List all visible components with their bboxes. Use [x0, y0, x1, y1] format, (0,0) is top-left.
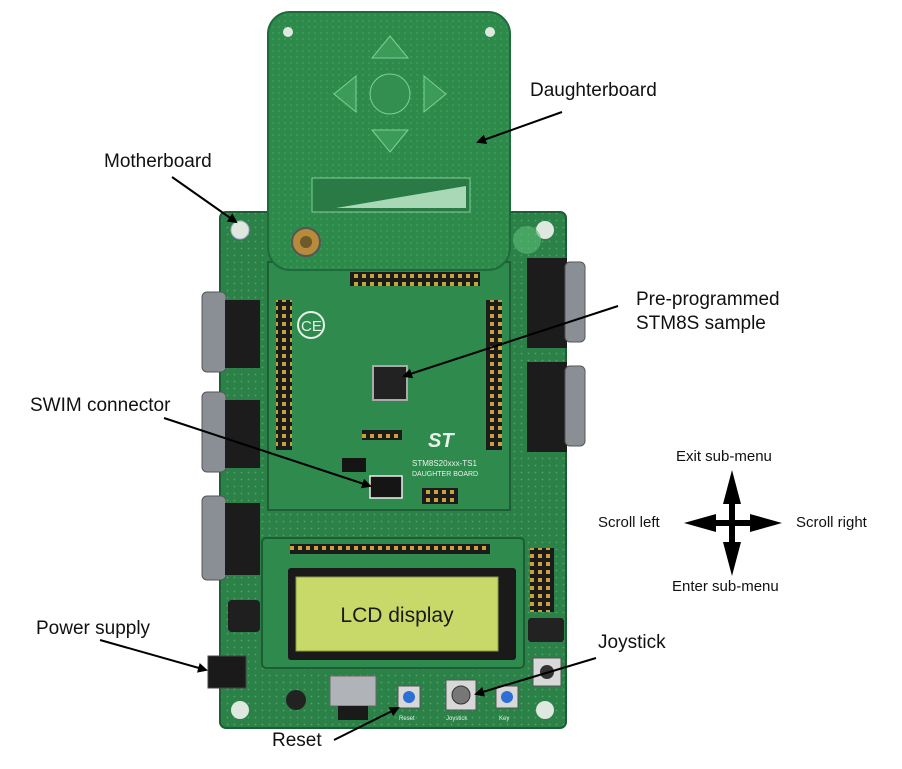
- up-arrow-icon: [723, 470, 741, 504]
- swim-connector-arrow: [163, 417, 372, 489]
- callout-arrows: [99, 111, 619, 741]
- mount-hole: [230, 220, 250, 240]
- daughter-board-name: STM8S20xxx-TS1: [412, 459, 477, 468]
- daughterboard-arrow: [476, 111, 563, 145]
- pre-programmed-label-line1: Pre-programmed: [636, 289, 780, 310]
- mount-hole: [231, 701, 249, 719]
- right-arrow-icon: [750, 514, 782, 532]
- lcd-module: LCD display: [261, 537, 525, 669]
- left-arrow-icon: [684, 514, 716, 532]
- bottom-components: Reset Joystick Key: [207, 600, 519, 722]
- reset-silk-label: Reset: [399, 716, 415, 722]
- stm8s-mcu-chip: [372, 365, 408, 401]
- daughter-board-base: CE ST STM8S20xxx-TS1 DAUGHTER BOARD: [267, 261, 511, 511]
- swim-connector: [369, 475, 403, 499]
- touch-sensing-daughterboard: [267, 11, 511, 271]
- swim-connector-label: SWIM connector: [30, 395, 171, 416]
- mount-hole: [536, 701, 554, 719]
- joystick-direction-cross: [684, 470, 782, 576]
- motherboard-label: Motherboard: [104, 151, 212, 172]
- reset-arrow: [333, 707, 400, 741]
- lcd-screen: [295, 576, 499, 652]
- joystick-down-label: Enter sub-menu: [672, 578, 779, 595]
- mount-hole: [536, 221, 554, 239]
- left-serial-connectors: [201, 291, 260, 581]
- power-supply-label: Power supply: [36, 618, 151, 639]
- joystick-up-label: Exit sub-menu: [676, 448, 772, 465]
- reset-label: Reset: [272, 730, 322, 751]
- motherboard-arrow: [171, 176, 238, 224]
- daughterboard-label: Daughterboard: [530, 80, 657, 101]
- joystick-silk-label: Joystick: [446, 716, 468, 722]
- power-jack: [207, 655, 247, 689]
- pre-programmed-label-line2: STM8S sample: [636, 313, 766, 334]
- key-silk-label: Key: [499, 716, 509, 722]
- down-arrow-icon: [723, 542, 741, 576]
- joystick-arrow: [474, 657, 597, 697]
- pre-programmed-arrow: [402, 305, 619, 379]
- joystick-left-label: Scroll left: [598, 514, 660, 531]
- lcd-display-text: LCD display: [340, 604, 454, 627]
- st-logo: ST: [428, 430, 455, 452]
- joystick-right-label: Scroll right: [796, 514, 867, 531]
- daughter-board-sub: DAUGHTER BOARD: [412, 471, 478, 478]
- ce-mark: CE: [301, 318, 322, 335]
- power-supply-arrow: [99, 639, 208, 673]
- joystick-label: Joystick: [598, 632, 666, 653]
